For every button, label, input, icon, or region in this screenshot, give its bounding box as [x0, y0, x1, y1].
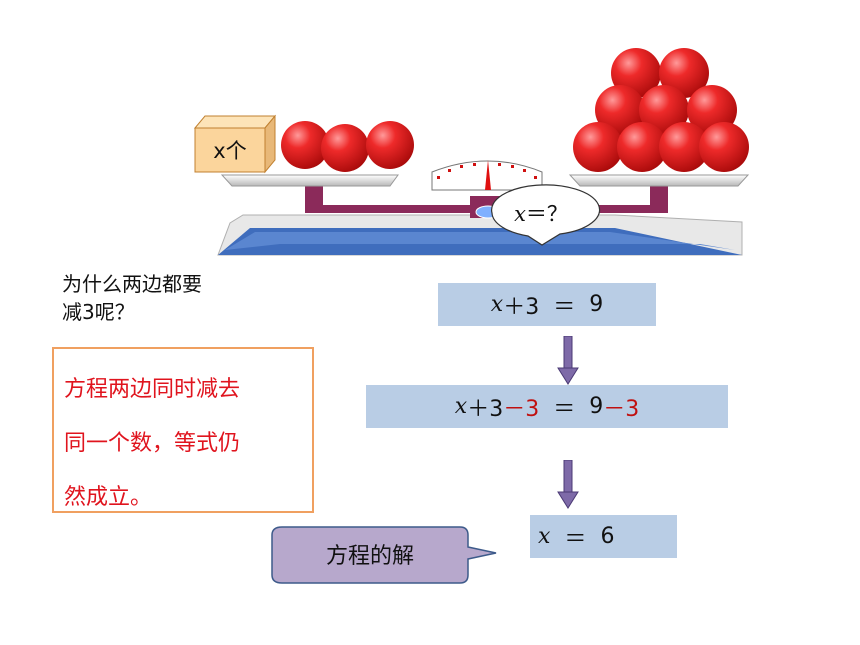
left-pan	[220, 174, 399, 187]
balance-scale-illustration: x个 x＝？	[193, 48, 750, 256]
down-arrow-icon	[557, 460, 579, 509]
rule-line-1: 方程两边同时减去	[64, 377, 241, 402]
eq2-right-minus: －3	[603, 396, 640, 422]
rule-line-2: 同一个数，等式仍	[64, 431, 241, 456]
right-apples	[573, 48, 749, 172]
eq1-equals: ＝	[553, 294, 576, 320]
eq2-equals: ＝	[553, 396, 576, 422]
question-line-1: 为什么两边都要	[62, 272, 202, 296]
scale-base	[217, 214, 743, 256]
eq3-equals: ＝	[564, 526, 587, 552]
bubble-text: x＝？	[514, 202, 568, 226]
left-apples	[281, 121, 414, 172]
solution-callout	[271, 526, 497, 584]
question-line-2: 减3呢？	[62, 300, 135, 324]
eq3-right: 6	[600, 524, 615, 549]
equation-subtract-both-sides: x ＋3 －3 ＝ 9 －3	[366, 385, 728, 428]
rule-line-3: 然成立。	[64, 485, 153, 510]
box-label: x个	[213, 139, 246, 163]
unknown-x-box: x个	[193, 114, 277, 174]
right-pan	[568, 174, 750, 187]
down-arrow-icon	[557, 336, 579, 385]
eq1-right: 9	[589, 292, 604, 317]
equation-original: x ＋3 ＝ 9	[438, 283, 656, 326]
eq2-var: x	[454, 394, 468, 419]
eq1-left-rest: ＋3	[503, 294, 540, 320]
solution-callout-label: 方程的解	[325, 544, 414, 569]
question-text: 为什么两边都要 减3呢？	[62, 270, 292, 326]
eq2-left-rest: ＋3	[467, 396, 504, 422]
equation-property-box: 方程两边同时减去 同一个数，等式仍 然成立。	[52, 347, 314, 513]
equation-solution: x ＝ 6	[530, 515, 677, 558]
eq3-var: x	[538, 524, 551, 549]
bubble-rest: ＝？	[526, 202, 568, 226]
scale-dial	[431, 160, 543, 191]
eq2-right: 9	[589, 394, 604, 419]
question-bubble: x＝？	[490, 184, 601, 246]
eq2-left-minus: －3	[503, 396, 540, 422]
eq1-var: x	[490, 292, 504, 317]
bubble-var: x	[514, 202, 526, 226]
